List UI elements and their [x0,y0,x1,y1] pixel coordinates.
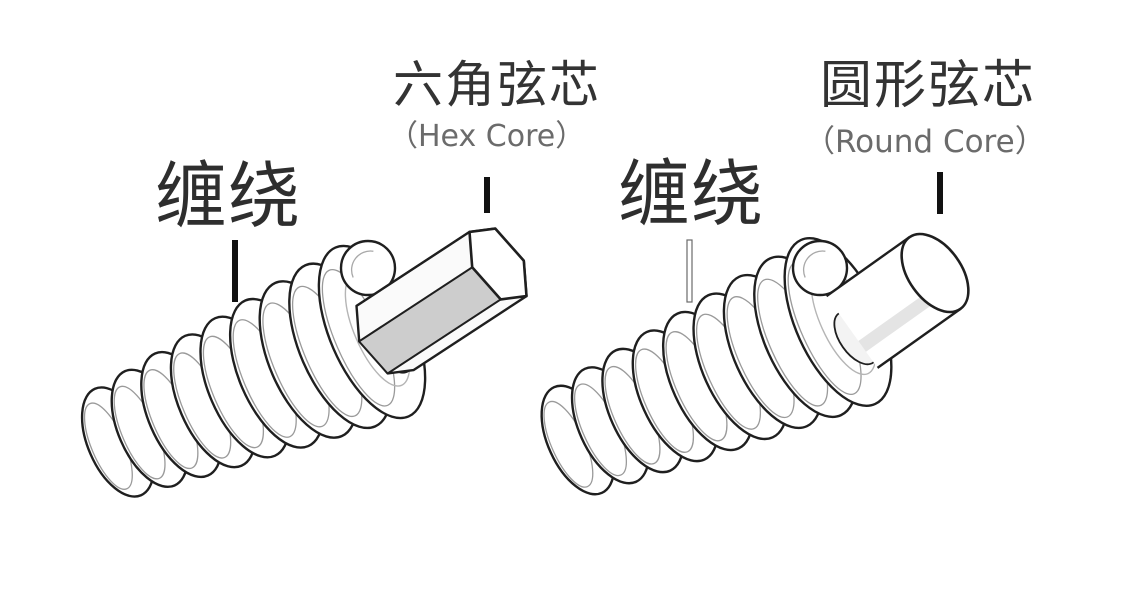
left-hex-core-end-face [468,227,528,301]
left-hex-core-ridge-3 [387,298,502,375]
round-core-label: 圆形弦芯 [820,56,1037,116]
right-wrap-leader-line [686,239,693,303]
left-string-end-loop [339,239,397,297]
round-core-leader-line [937,172,943,214]
round-core-string-illustration [540,232,970,496]
round-core-label-english: （Round Core） [804,124,1046,160]
right-round-core-edge-lower [876,307,962,369]
hex-core-leader-line [484,177,490,213]
hex-core-label-english: （Hex Core） [388,119,586,154]
right-string-end-loop [791,239,849,297]
right-wrap-label: 缠绕 [618,152,765,236]
hex-core-label: 六角弦芯 [393,56,601,114]
right-round-core-end-face [900,232,970,314]
left-wrap-label: 缠绕 [155,154,302,238]
hex-core-string-illustration [80,227,528,498]
right-string-end-loop-contour [802,250,826,278]
left-hex-core-ridge-5 [355,231,471,307]
left-hex-core-ridge-4 [358,266,473,343]
right-round-core-edge-upper [825,236,911,298]
left-wrap-leader-line [232,240,238,302]
left-string-end-loop-contour [350,250,374,278]
